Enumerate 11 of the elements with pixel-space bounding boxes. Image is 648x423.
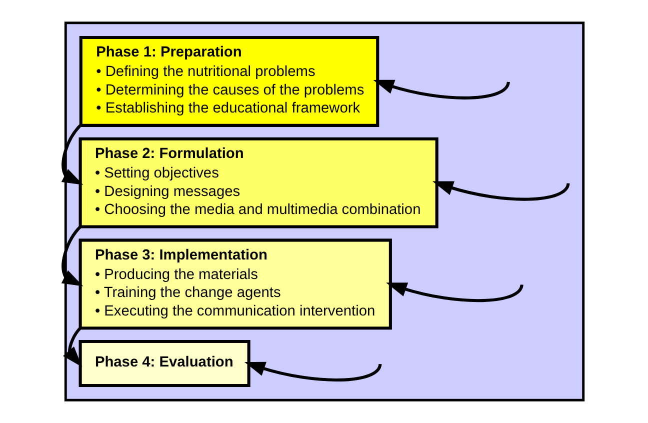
arrow [386,282,523,302]
node-box: Phase 2: Formulation • Setting objectives • Designing messages • Choosing the media and multimedia combination [78,137,438,228]
arrow [60,124,83,185]
node-box: Phase 3: Implementation • Producing the materials • Training the change agents • Executing the communication intervention [78,238,392,330]
arrow [62,327,82,367]
arrow [432,181,570,201]
node-box: Phase 4: Evaluation [78,340,250,388]
arrow [60,226,83,286]
node-box: Phase 1: Preparation • Defining the nutritional problems • Determining the causes of the problems • Establishing the educational framework [78,36,379,127]
arrow [372,80,510,100]
arrow [244,362,382,382]
